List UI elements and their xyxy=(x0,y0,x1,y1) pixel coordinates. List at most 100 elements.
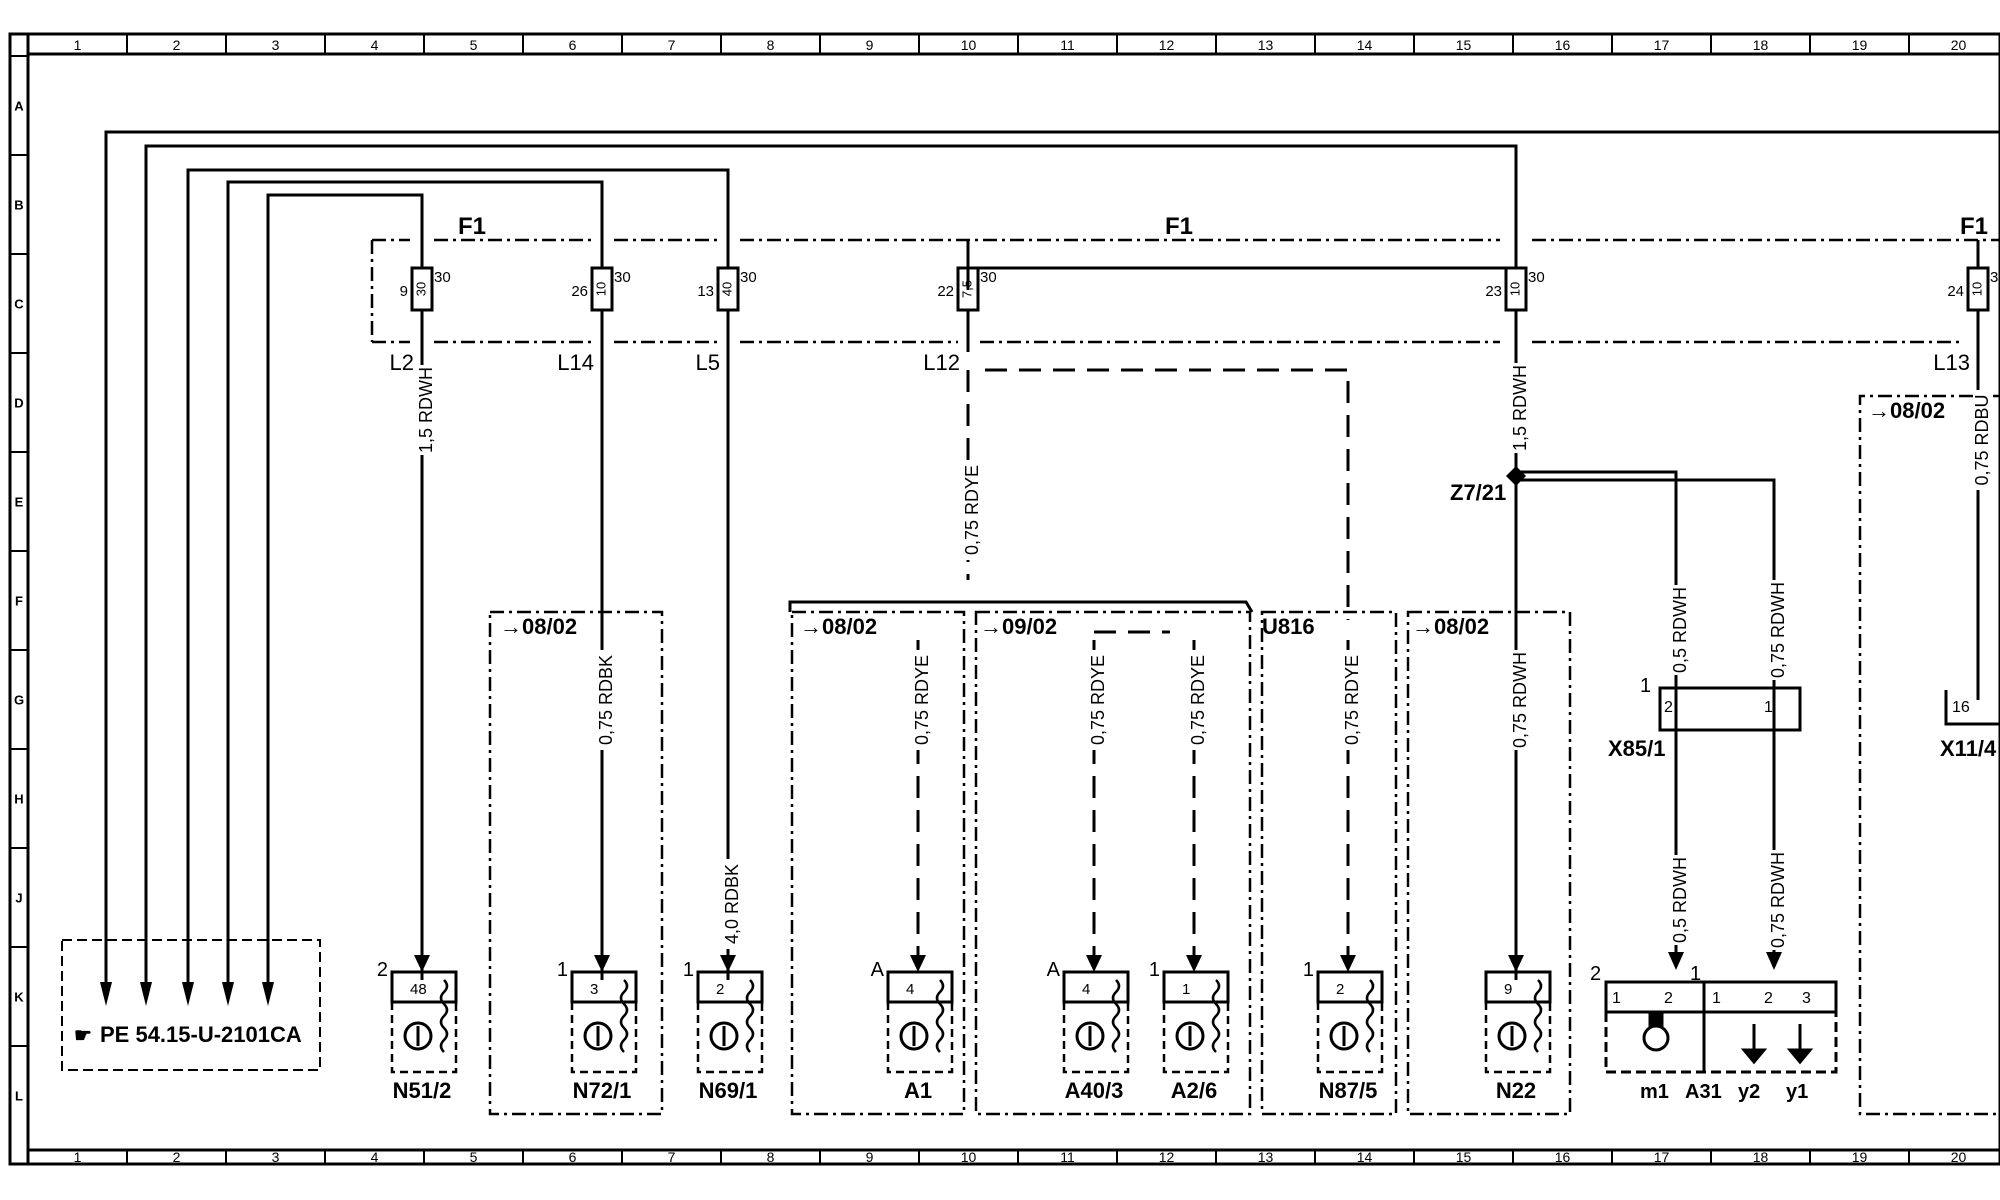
component-pin: 3 xyxy=(590,981,598,998)
reference-boxes xyxy=(488,394,2000,1116)
fuse-amp: 10 xyxy=(1507,282,1522,296)
wires-dashed xyxy=(916,368,1350,958)
column-label: 9 xyxy=(866,1149,874,1165)
connector-x85-1 xyxy=(1658,686,1802,732)
fuse-box-label: F1 xyxy=(458,213,486,240)
column-label: 3 xyxy=(272,1149,280,1165)
component-pin: 4 xyxy=(906,981,914,998)
column-label: 16 xyxy=(1555,37,1571,53)
fuse-out: L13 xyxy=(1933,350,1970,375)
wire-label: 0,5 RDWH xyxy=(1670,587,1690,673)
a31-label: A31 xyxy=(1685,1081,1722,1103)
column-label: 11 xyxy=(1060,37,1075,53)
component-connector: 1 xyxy=(1303,959,1314,981)
wire-label: 0,5 RDWH xyxy=(1670,857,1690,943)
connector-x11-4-label: X11/4 xyxy=(1940,736,1997,761)
connector-x11-4-pin: 16 xyxy=(1952,699,1970,716)
column-label: 9 xyxy=(866,37,874,53)
connector-x11-4 xyxy=(1944,690,2000,726)
wire-label: 0,75 RDYE xyxy=(962,465,982,555)
column-label: 10 xyxy=(961,1149,977,1165)
fuse-box-label-3: F1 xyxy=(1960,213,1988,240)
fuse-pin: 23 xyxy=(1485,283,1502,300)
column-label: 8 xyxy=(767,37,775,53)
connector-x85-1-label: X85/1 xyxy=(1608,736,1666,761)
fuse-out: L12 xyxy=(923,350,960,375)
reference-label: →08/02 xyxy=(1868,398,1945,423)
column-label: 6 xyxy=(569,1149,577,1165)
reference-label: →08/02 xyxy=(500,614,577,639)
component-label: N22 xyxy=(1496,1078,1536,1103)
column-label: 19 xyxy=(1852,37,1868,53)
splice-label: Z7/21 xyxy=(1450,480,1506,505)
fuse-term: 30 xyxy=(434,269,451,286)
a31-pin-2: 2 xyxy=(1664,990,1673,1007)
splice-node xyxy=(1506,466,1526,486)
fuse-amp: 40 xyxy=(719,282,734,296)
fuse-term: 30 xyxy=(980,269,997,286)
column-label: 14 xyxy=(1357,1149,1373,1165)
a31-assembly xyxy=(1604,980,1838,1074)
component-connector: A xyxy=(871,959,885,981)
column-label: 18 xyxy=(1753,37,1769,53)
column-label: 2 xyxy=(173,37,181,53)
reference-label: →09/02 xyxy=(980,614,1057,639)
wire-label: 1,5 RDWH xyxy=(1510,365,1530,451)
components: 482N51/231N72/121N69/14AA14AA40/311A2/62… xyxy=(377,955,1552,1103)
fuse-amp: 30 xyxy=(413,282,428,296)
component-connector: 2 xyxy=(377,959,388,981)
component-label: A40/3 xyxy=(1065,1078,1124,1103)
component-label: N72/1 xyxy=(573,1078,632,1103)
column-label: 4 xyxy=(371,37,379,53)
column-label: 11 xyxy=(1060,1149,1075,1165)
fuse-pin: 22 xyxy=(937,283,954,300)
fuses: 30930L2102630L14401330L57,52230L12102330… xyxy=(390,240,2000,375)
feed-wires xyxy=(104,130,2000,985)
connector-x85-1-pin-a: 1 xyxy=(1640,675,1651,697)
arrows-to-reference xyxy=(100,982,274,1006)
a31-pin-4: 2 xyxy=(1764,990,1773,1007)
column-label: 16 xyxy=(1555,1149,1571,1165)
component-connector: A xyxy=(1047,959,1061,981)
column-label: 19 xyxy=(1852,1149,1868,1165)
row-label: F xyxy=(15,594,23,609)
component-label: A1 xyxy=(904,1078,932,1103)
a31-conn: 2 xyxy=(1590,963,1601,985)
fuse-box-label-2: F1 xyxy=(1165,213,1193,240)
component-connector: 1 xyxy=(1149,959,1160,981)
fuse-term: 30 xyxy=(740,269,757,286)
a31-conn-2: 1 xyxy=(1690,963,1701,985)
component-connector: 1 xyxy=(683,959,694,981)
column-label: 7 xyxy=(668,1149,676,1165)
wire-label: 0,75 RDYE xyxy=(1188,655,1208,745)
column-label: 14 xyxy=(1357,37,1373,53)
wire-label: 4,0 RDBK xyxy=(722,864,742,944)
column-label: 15 xyxy=(1456,37,1472,53)
a31-pin-5: 3 xyxy=(1802,990,1811,1007)
row-label: C xyxy=(14,297,24,312)
fuse-box-outline xyxy=(370,238,2000,344)
column-label: 2 xyxy=(173,1149,181,1165)
row-label: B xyxy=(14,198,23,213)
fuse-amp: 10 xyxy=(593,282,608,296)
row-label: L xyxy=(15,1089,23,1104)
a31-m1: m1 xyxy=(1640,1081,1669,1103)
column-label: 18 xyxy=(1753,1149,1769,1165)
component-connector: 1 xyxy=(557,959,568,981)
fuse-pin: 24 xyxy=(1947,283,1964,300)
column-label: 12 xyxy=(1159,1149,1175,1165)
column-label: 1 xyxy=(74,37,82,53)
branch-brace xyxy=(788,600,1254,613)
fuse-term: 30 xyxy=(1990,269,2000,286)
reference-label: →08/02 xyxy=(800,614,877,639)
wire-label: 0,75 RDWH xyxy=(1510,652,1530,748)
